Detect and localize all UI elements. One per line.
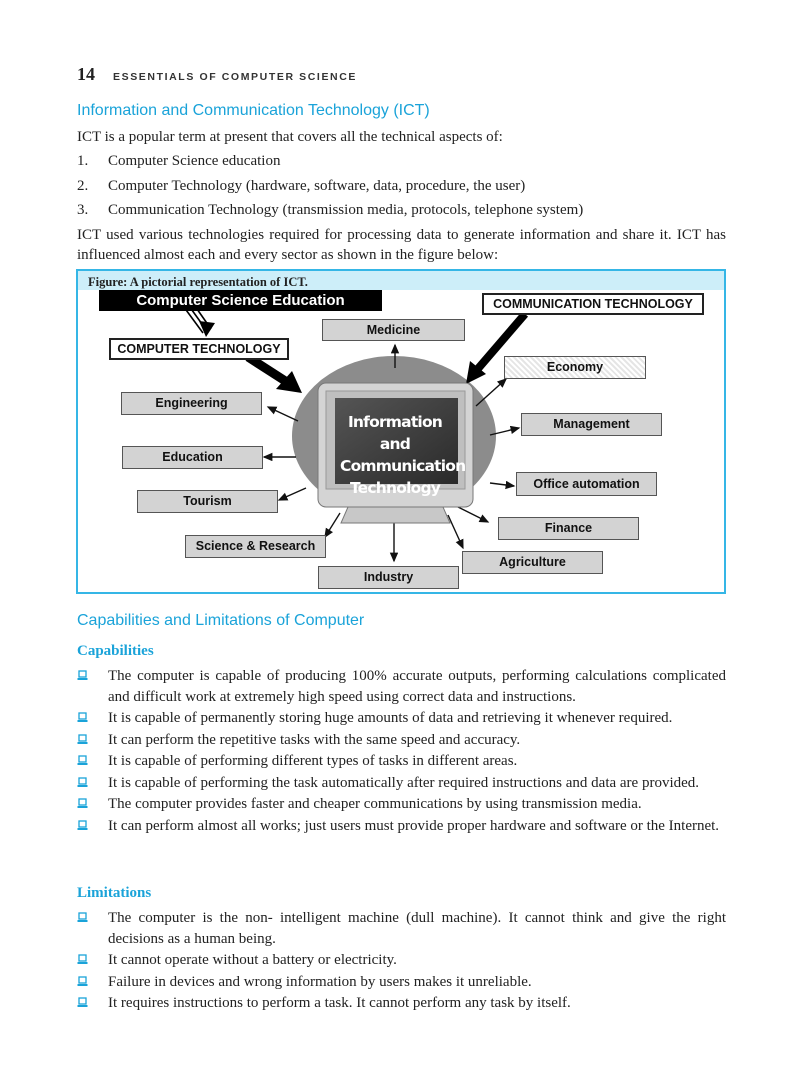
capabilities-heading: Capabilities	[77, 643, 154, 659]
book-title: Essentials of Computer Science	[113, 71, 358, 83]
list-item: It cannot operate without a battery or e…	[77, 950, 726, 971]
thick-arrow-comm	[472, 311, 529, 374]
label-tourism: Tourism	[137, 490, 278, 513]
label-agriculture: Agriculture	[462, 551, 603, 574]
ict-list-item: 1. Computer Science education	[77, 152, 280, 171]
ict-list-item: 2. Computer Technology (hardware, softwar…	[77, 177, 525, 196]
limitations-heading: Limitations	[77, 885, 152, 901]
thick-arrow-comp	[245, 353, 293, 388]
thick-arrowhead-comp	[276, 371, 302, 393]
list-item-text: The computer is the non- intelligent mac…	[108, 910, 726, 947]
center-text: Information and Communication Technology	[340, 413, 466, 497]
laptop-icon	[77, 712, 88, 722]
list-item: The computer is the non- intelligent mac…	[77, 908, 726, 949]
capabilities-section-heading: Capabilities and Limitations of Computer	[77, 612, 365, 629]
laptop-icon	[77, 755, 88, 765]
arrow-tourism	[277, 487, 307, 501]
label-economy: Economy	[504, 356, 646, 379]
arrow-engineering	[266, 406, 299, 422]
list-item: Failure in devices and wrong information…	[77, 972, 726, 993]
limitations-list: The computer is the non- intelligent mac…	[77, 908, 726, 1015]
label-management: Management	[521, 413, 662, 436]
figure-caption-bar: Figure: A pictorial representation of IC…	[78, 271, 724, 290]
list-item-text: It is capable of performing different ty…	[108, 753, 518, 769]
figure-caption: Figure: A pictorial representation of IC…	[88, 275, 308, 289]
list-item: The computer is capable of producing 100…	[77, 666, 726, 707]
arrow-agriculture	[447, 514, 464, 550]
list-number: 1.	[77, 153, 89, 169]
list-item: It is capable of performing different ty…	[77, 751, 726, 772]
ict-list-item: 3. Communication Technology (transmission…	[77, 201, 583, 220]
list-item: It requires instructions to perform a ta…	[77, 993, 726, 1014]
label-science: Science & Research	[185, 535, 326, 558]
label-medicine: Medicine	[322, 319, 465, 341]
list-item: It can perform the repetitive tasks with…	[77, 730, 726, 751]
laptop-icon	[77, 733, 88, 744]
ict-paragraph: ICT used various technologies required f…	[77, 227, 726, 263]
figure-graphics	[177, 298, 529, 563]
label-cse: Computer Science Education	[99, 290, 382, 311]
list-item: It can perform almost all works; just us…	[77, 816, 726, 837]
laptop-icon	[77, 670, 88, 680]
list-item: The computer provides faster and cheaper…	[77, 794, 726, 815]
label-engineering: Engineering	[121, 392, 262, 415]
label-finance: Finance	[498, 517, 639, 540]
arrow-management	[489, 425, 521, 436]
list-item-text: It is capable of performing the task aut…	[108, 774, 700, 791]
running-head: 14 Essentials of Computer Science	[77, 64, 357, 85]
label-office: Office automation	[516, 472, 657, 496]
label-comp: COMPUTER TECHNOLOGY	[109, 338, 289, 360]
arrow-finance	[457, 506, 490, 523]
arrow-science	[324, 512, 341, 539]
label-education: Education	[122, 446, 263, 469]
list-item: It is capable of performing the task aut…	[77, 773, 726, 794]
laptop-icon	[77, 798, 88, 808]
computer-monitor	[317, 382, 474, 524]
list-text: Computer Science education	[108, 153, 281, 169]
list-item: It is capable of permanently storing hug…	[77, 708, 726, 729]
list-item-text: The computer provides faster and cheaper…	[108, 796, 642, 812]
ict-heading: Information and Communication Technology…	[77, 102, 430, 119]
list-item-text: It cannot operate without a battery or e…	[108, 952, 397, 968]
list-item-text: It requires instructions to perform a ta…	[108, 995, 571, 1011]
list-item-text: Failure in devices and wrong information…	[108, 973, 532, 990]
list-number: 3.	[77, 202, 89, 218]
laptop-icon	[77, 975, 88, 986]
ict-figure: Figure: A pictorial representation of IC…	[76, 269, 726, 594]
label-comm: COMMUNICATION TECHNOLOGY	[482, 293, 704, 315]
list-item-text: It can perform almost all works; just us…	[108, 817, 720, 834]
capabilities-list: The computer is capable of producing 100…	[77, 666, 726, 837]
list-text: Computer Technology (hardware, software,…	[108, 178, 526, 194]
label-industry: Industry	[318, 566, 459, 589]
list-text: Communication Technology (transmission m…	[108, 202, 584, 218]
list-item-text: The computer is capable of producing 100…	[108, 668, 726, 705]
arrow-economy	[475, 378, 508, 407]
laptop-icon	[77, 912, 88, 922]
page-number: 14	[77, 64, 95, 84]
list-number: 2.	[77, 178, 89, 194]
laptop-icon	[77, 819, 88, 830]
laptop-icon	[77, 954, 88, 964]
arrow-office	[489, 480, 516, 490]
list-item-text: It is capable of permanently storing hug…	[108, 710, 673, 726]
ict-intro: ICT is a popular term at present that co…	[77, 129, 503, 145]
laptop-icon	[77, 776, 88, 787]
laptop-icon	[77, 997, 88, 1007]
list-item-text: It can perform the repetitive tasks with…	[108, 731, 521, 748]
thick-arrowhead-comm	[466, 361, 486, 384]
striped-arrowhead	[199, 321, 215, 337]
